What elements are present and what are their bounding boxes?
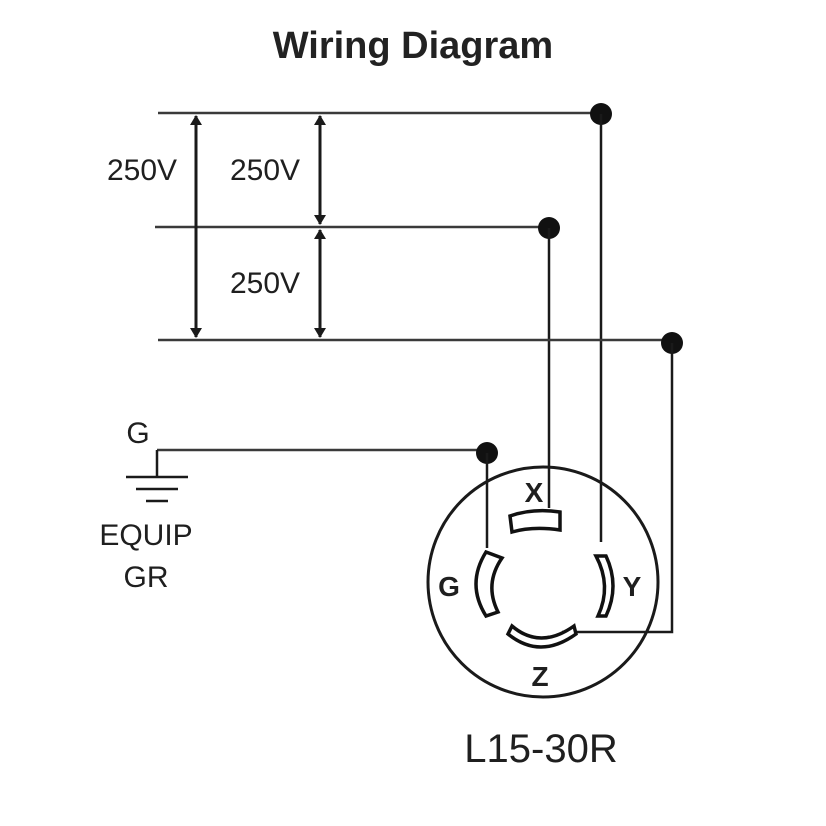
diagram-title: Wiring Diagram bbox=[273, 25, 553, 67]
phase-line-x bbox=[158, 103, 612, 542]
receptacle-model-label: L15-30R bbox=[464, 727, 617, 771]
terminal-label-g: G bbox=[438, 571, 460, 602]
phase-line-middle bbox=[155, 217, 560, 508]
receptacle-face bbox=[426, 465, 660, 699]
ground-line bbox=[155, 442, 498, 548]
slot-x bbox=[508, 508, 562, 535]
slot-y bbox=[593, 554, 615, 618]
equip-ground-label-line2: GR bbox=[124, 561, 169, 594]
terminal-label-x: X bbox=[525, 477, 544, 508]
terminal-label-y: Y bbox=[623, 571, 642, 602]
ground-label: G bbox=[126, 417, 149, 450]
ground-symbol bbox=[126, 475, 188, 503]
equip-ground-label-line1: EQUIP bbox=[99, 519, 192, 552]
voltage-label-lower: 250V bbox=[230, 267, 300, 300]
receptacle-outline bbox=[426, 465, 660, 699]
slot-g bbox=[474, 549, 505, 619]
phase-line-bottom bbox=[158, 332, 683, 634]
terminal-label-z: Z bbox=[531, 661, 548, 692]
slot-z bbox=[505, 623, 578, 649]
voltage-label-outer: 250V bbox=[107, 154, 177, 187]
voltage-label-upper: 250V bbox=[230, 154, 300, 187]
